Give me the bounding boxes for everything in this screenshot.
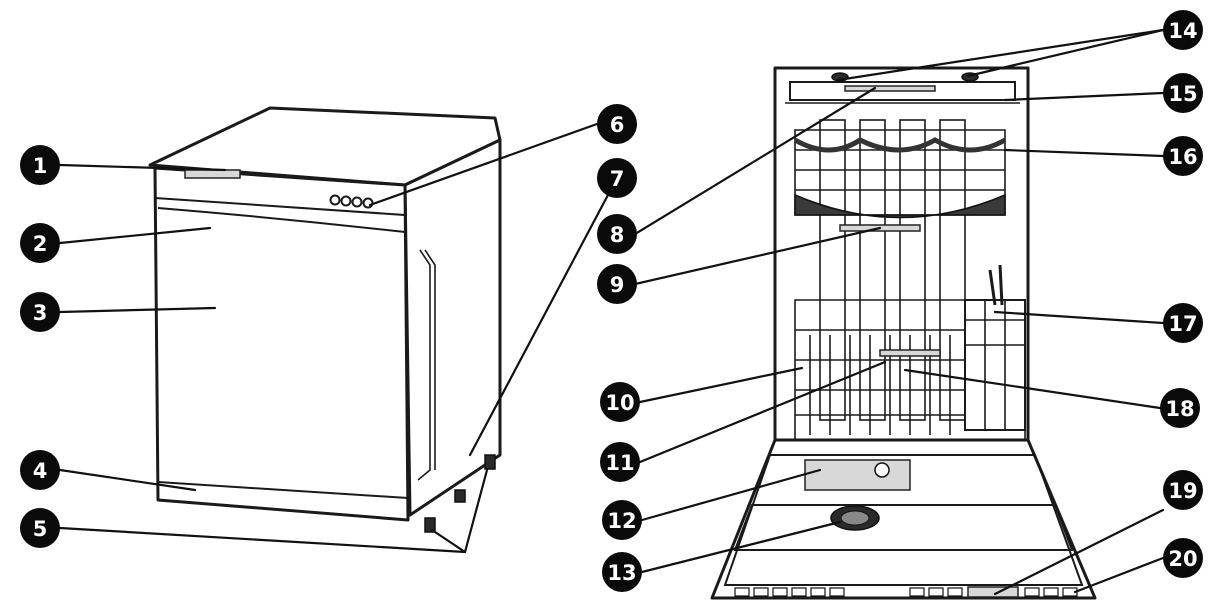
svg-text:13: 13 bbox=[607, 561, 636, 585]
upper-rack-tines bbox=[794, 193, 1006, 219]
svg-text:8: 8 bbox=[610, 223, 625, 247]
back-wall-slots bbox=[819, 119, 966, 421]
upper-spray-bar bbox=[789, 81, 1016, 101]
svg-text:7: 7 bbox=[610, 167, 625, 191]
svg-text:20: 20 bbox=[1168, 547, 1197, 571]
callout-19: 19 bbox=[1163, 470, 1203, 510]
callout-2: 2 bbox=[20, 223, 60, 263]
svg-text:18: 18 bbox=[1165, 397, 1194, 421]
callout-15: 15 bbox=[1163, 73, 1203, 113]
svg-text:5: 5 bbox=[33, 517, 48, 541]
callout-20: 20 bbox=[1163, 538, 1203, 578]
door-gasket-area bbox=[733, 504, 1074, 551]
callout-12: 12 bbox=[602, 500, 642, 540]
callout-17: 17 bbox=[1163, 303, 1203, 343]
lower-spray-arm bbox=[879, 349, 941, 357]
callout-16: 16 bbox=[1163, 136, 1203, 176]
callout-5: 5 bbox=[20, 508, 60, 548]
svg-text:17: 17 bbox=[1168, 312, 1197, 336]
svg-text:4: 4 bbox=[33, 459, 48, 483]
door-display bbox=[967, 586, 1019, 598]
closed-dishwasher-illustration bbox=[148, 106, 502, 533]
svg-text:14: 14 bbox=[1168, 19, 1197, 43]
side-tubing-2 bbox=[424, 249, 436, 470]
svg-text:19: 19 bbox=[1168, 479, 1197, 503]
svg-text:12: 12 bbox=[607, 509, 636, 533]
leveling-legs bbox=[424, 454, 496, 533]
door-control-buttons bbox=[734, 587, 1078, 597]
detergent-dispenser bbox=[804, 459, 911, 491]
svg-text:9: 9 bbox=[610, 273, 625, 297]
svg-text:1: 1 bbox=[33, 154, 48, 178]
callout-6: 6 bbox=[597, 104, 637, 144]
top-spray-arm bbox=[844, 85, 936, 92]
svg-text:10: 10 bbox=[605, 391, 634, 415]
callout-4: 4 bbox=[20, 450, 60, 490]
callout-14: 14 bbox=[1163, 10, 1203, 50]
callout-1: 1 bbox=[20, 145, 60, 185]
callout-13: 13 bbox=[602, 552, 642, 592]
door-handle-line bbox=[157, 207, 406, 233]
door-front bbox=[153, 166, 410, 522]
svg-text:3: 3 bbox=[33, 301, 48, 325]
svg-text:6: 6 bbox=[610, 113, 625, 137]
leader-lines bbox=[58, 28, 1165, 596]
svg-text:16: 16 bbox=[1168, 145, 1197, 169]
callout-10: 10 bbox=[600, 382, 640, 422]
door-inner-panel bbox=[723, 454, 1084, 586]
callout-3: 3 bbox=[20, 292, 60, 332]
side-tubing bbox=[417, 249, 431, 481]
callout-18: 18 bbox=[1160, 388, 1200, 428]
control-display bbox=[184, 169, 241, 179]
rinse-aid-cap bbox=[874, 462, 890, 478]
callout-9: 9 bbox=[597, 264, 637, 304]
svg-text:2: 2 bbox=[33, 232, 48, 256]
open-dishwasher-illustration bbox=[710, 66, 1097, 600]
utensils bbox=[988, 264, 1004, 306]
callout-7: 7 bbox=[597, 158, 637, 198]
control-panel bbox=[154, 167, 406, 217]
callout-8: 8 bbox=[597, 214, 637, 254]
callout-11: 11 bbox=[600, 442, 640, 482]
toe-kick-line bbox=[157, 481, 409, 499]
svg-text:15: 15 bbox=[1168, 82, 1197, 106]
svg-text:11: 11 bbox=[605, 451, 634, 475]
